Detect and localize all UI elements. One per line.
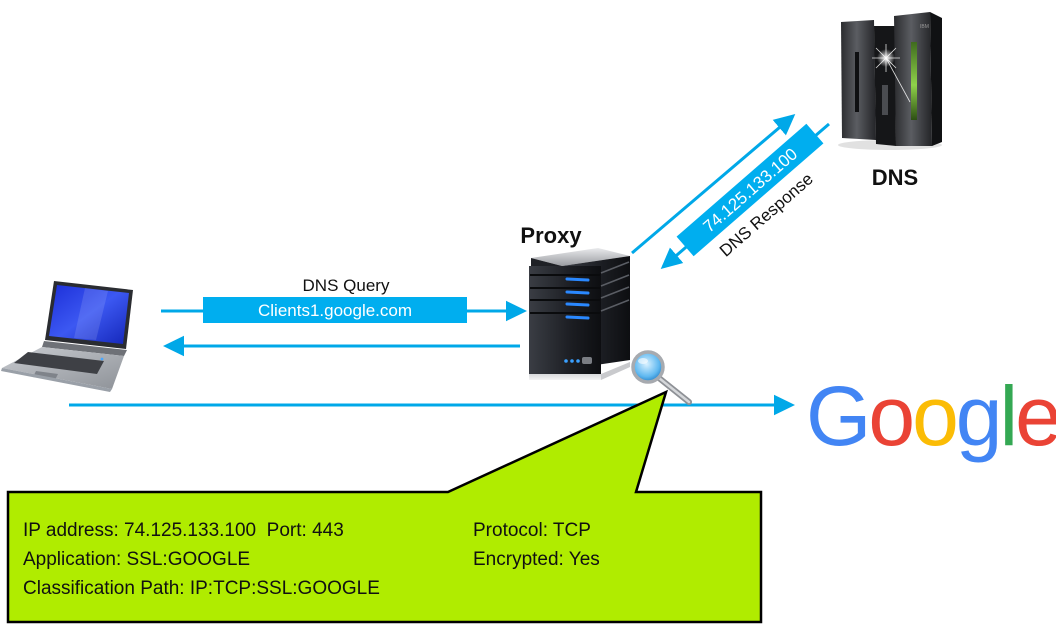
google-letter-o2: o	[912, 369, 956, 463]
inspection-callout	[6, 389, 763, 624]
info-application: Application: SSL:GOOGLE	[23, 549, 250, 570]
dns-query-caption: DNS Query	[303, 276, 390, 295]
laptop-icon	[1, 281, 133, 392]
info-encrypted: Encrypted: Yes	[473, 549, 600, 570]
info-protocol: Protocol: TCP	[473, 520, 591, 541]
info-ip-port: IP address: 74.125.133.100 Port: 443	[23, 520, 344, 541]
info-classification-path: Classification Path: IP:TCP:SSL:GOOGLE	[23, 578, 380, 599]
dns-query-value-box	[203, 297, 467, 323]
dns-response-value-box	[676, 123, 824, 257]
google-letter-e: e	[1015, 369, 1056, 463]
proxy-to-dns-arrow	[631, 114, 796, 255]
google-logo: Google	[806, 369, 1056, 463]
server-tower-icon	[529, 248, 630, 380]
dns-label: DNS	[872, 165, 918, 190]
google-letter-o1: o	[868, 369, 912, 463]
dns-query-value: Clients1.google.com	[258, 301, 412, 320]
mainframe-server-icon: IBM	[838, 12, 942, 150]
google-letter-g: g	[956, 369, 1000, 463]
magnifier-icon	[631, 350, 692, 405]
google-letter-l: l	[1000, 369, 1016, 463]
proxy-label: Proxy	[520, 223, 582, 248]
google-letter-G: G	[806, 369, 868, 463]
svg-text:IBM: IBM	[920, 24, 929, 30]
